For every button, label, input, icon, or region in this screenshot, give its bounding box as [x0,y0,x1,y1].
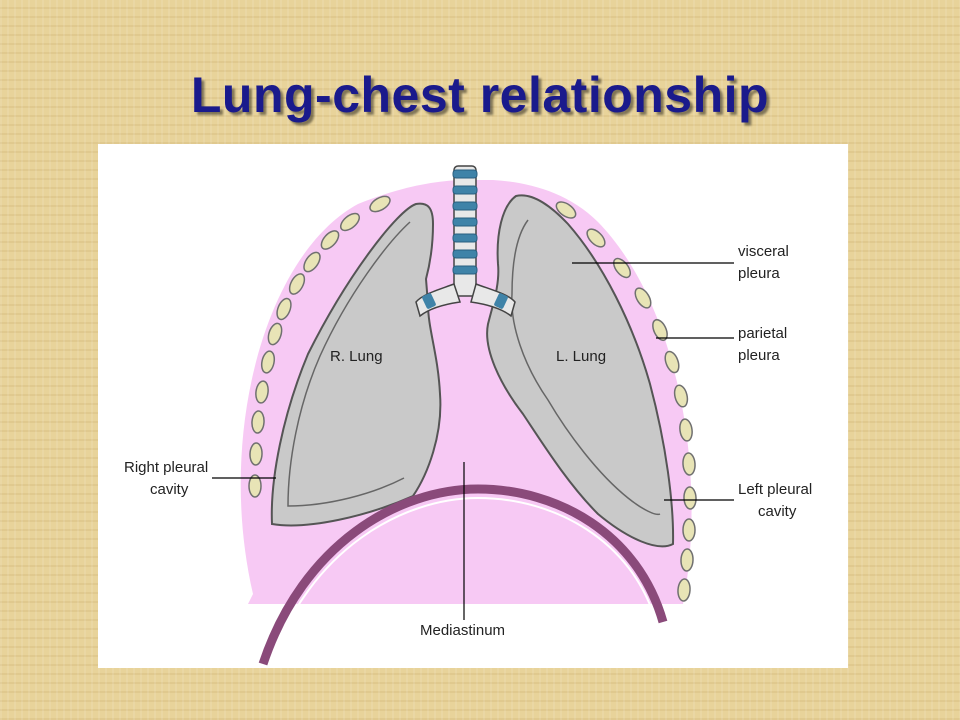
slide-title: Lung-chest relationship [190,67,770,123]
diagram-panel: R. Lung L. Lung visceral pleura parietal… [98,144,848,668]
right-lung-label: R. Lung [330,348,383,365]
left-pleural-cavity-label-line1: Left pleural [738,481,812,498]
lung-chest-diagram: R. Lung L. Lung visceral pleura parietal… [124,165,812,666]
visceral-pleura-label-line2: pleura [738,265,780,282]
visceral-pleura-label-line1: visceral [738,243,789,260]
right-pleural-cavity-label-line2: cavity [150,481,189,498]
right-lung-inner-line [287,221,411,507]
diaphragm [258,484,668,666]
left-ribs [248,195,391,498]
left-lung-label: L. Lung [556,348,606,365]
mediastinum-label: Mediastinum [420,622,505,639]
leader-lines [212,262,734,620]
left-lung-inner-line [511,219,661,516]
parietal-pleura-label-line1: parietal [738,325,787,342]
trachea [415,165,516,318]
right-pleural-cavity-label-line1: Right pleural [124,459,208,476]
left-pleural-cavity-label-line2: cavity [758,503,797,520]
parietal-pleura-label-line2: pleura [738,347,780,364]
